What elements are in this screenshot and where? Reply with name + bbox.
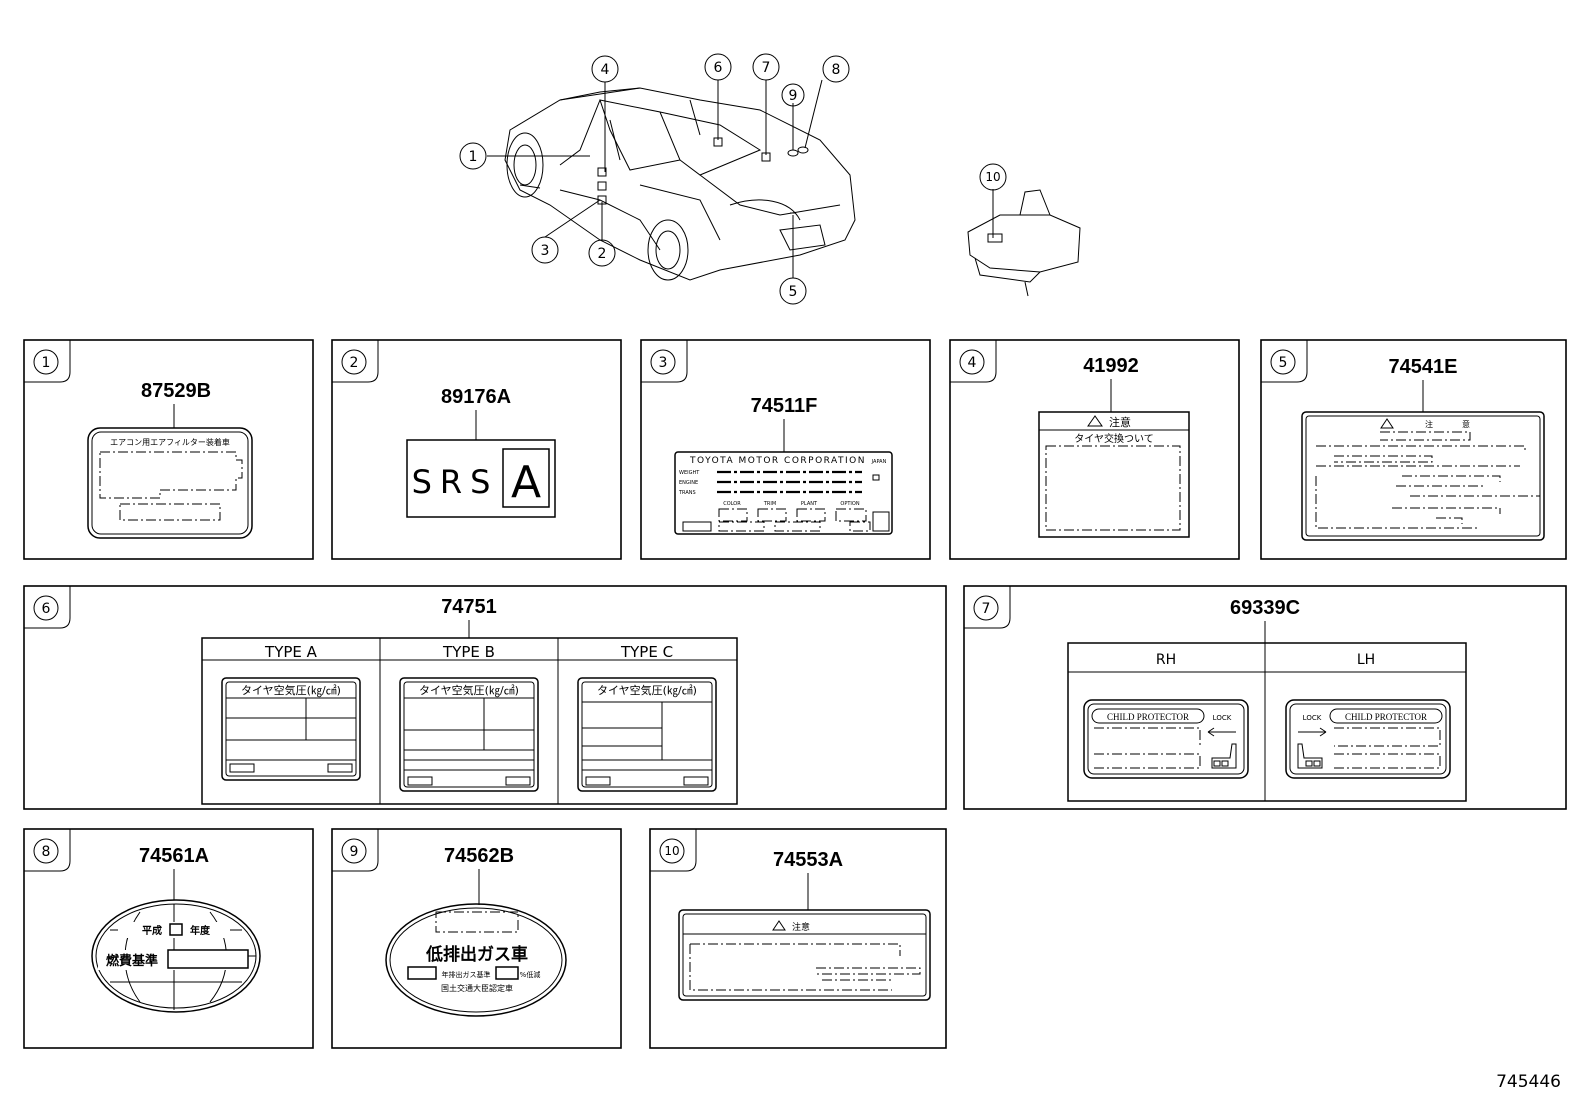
panel-1-number: 1: [42, 355, 51, 371]
svg-text:CHILD PROTECTOR: CHILD PROTECTOR: [1107, 712, 1189, 722]
vehicle-illustration: 1 4 6 7 8 9 3 2 5 10: [459, 53, 1081, 305]
callout-6: 6: [704, 53, 732, 81]
panel-4-caution: 注意: [1109, 415, 1131, 429]
child-protector-lh: CHILD PROTECTOR LOCK: [1285, 699, 1451, 779]
svg-text:タイヤ空気圧(㎏/㎠): タイヤ空気圧(㎏/㎠): [241, 683, 341, 697]
panel-6-number: 6: [42, 601, 51, 617]
panel-7-part-number: 69339C: [1230, 597, 1300, 619]
panel-6-type-a: TYPE A: [264, 643, 318, 661]
svg-text:6: 6: [714, 60, 723, 76]
svg-text:7: 7: [762, 60, 771, 76]
panel-5: 5 74541E 注 意: [1260, 339, 1567, 560]
svg-text:LOCK: LOCK: [1213, 714, 1232, 722]
tire-label-b: タイヤ空気圧(㎏/㎠): [399, 677, 539, 792]
panel-10-number: 10: [664, 844, 679, 858]
panel-3-row-weight: WEIGHT: [679, 470, 700, 476]
panel-4-part-number: 41992: [1083, 355, 1139, 377]
panel-3-part-number: 74511F: [751, 395, 818, 417]
panel-10-part-number: 74553A: [773, 849, 843, 871]
panel-5-caution: 注: [1425, 419, 1433, 429]
panel-4-subtitle: タイヤ交換ついて: [1074, 432, 1153, 445]
panel-3-row-engine: ENGINE: [679, 480, 698, 486]
panel-8-part-number: 74561A: [139, 845, 209, 867]
callout-2: 2: [588, 239, 616, 267]
diagram-code: 745446: [1496, 1072, 1561, 1092]
svg-text:10: 10: [985, 170, 1000, 184]
svg-text:タイヤ空気圧(㎏/㎠): タイヤ空気圧(㎏/㎠): [597, 683, 697, 697]
panel-3-col-plant: PLANT: [801, 501, 818, 507]
panel-2-srs-text: SRS: [412, 463, 499, 501]
panel-9-line1b: %低減: [520, 970, 541, 979]
svg-text:3: 3: [541, 243, 550, 259]
svg-text:LOCK: LOCK: [1303, 714, 1322, 722]
panel-3-row-trans: TRANS: [678, 490, 696, 496]
panel-6: 6 74751 TYPE A TYPE B TYPE C タイヤ空気圧(㎏/㎠)…: [23, 585, 947, 810]
panel-4-number: 4: [968, 355, 977, 371]
callout-4: 4: [591, 55, 619, 83]
svg-text:CHILD PROTECTOR: CHILD PROTECTOR: [1345, 712, 1427, 722]
panel-8-number: 8: [42, 844, 51, 860]
panel-6-type-c: TYPE C: [620, 643, 673, 661]
vehicle-callouts: 1 4 6 7 8 9 3 2 5 10: [459, 53, 1007, 305]
panel-9-main: 低排出ガス車: [425, 944, 528, 965]
child-protector-rh: CHILD PROTECTOR LOCK: [1083, 699, 1249, 779]
panel-9-line2: 国土交通大臣認定車: [441, 983, 513, 993]
panel-9-number: 9: [350, 844, 359, 860]
panel-5-part-number: 74541E: [1389, 356, 1458, 378]
tire-label-a: タイヤ空気圧(㎏/㎠): [221, 677, 361, 781]
panel-8-year: 年度: [190, 924, 211, 937]
callout-1: 1: [459, 142, 487, 170]
panel-3: 3 74511F TOYOTA MOTOR CORPORATION JAPAN …: [640, 339, 931, 560]
panel-2-letter: A: [511, 457, 541, 508]
callout-9: 9: [781, 83, 805, 107]
panel-10: 10 74553A 注意: [649, 828, 947, 1049]
panel-1-label-text: エアコン用エアフィルター装着車: [110, 437, 230, 447]
svg-text:9: 9: [789, 88, 798, 104]
svg-text:タイヤ空気圧(㎏/㎠): タイヤ空気圧(㎏/㎠): [419, 683, 519, 697]
panel-6-type-b: TYPE B: [442, 643, 495, 661]
panel-8-era: 平成: [142, 924, 162, 937]
tire-label-c: タイヤ空気圧(㎏/㎠): [577, 677, 717, 792]
panel-5-caution-2: 意: [1462, 419, 1470, 429]
svg-text:5: 5: [789, 284, 798, 300]
svg-text:1: 1: [469, 149, 478, 165]
panel-10-caution: 注意: [792, 921, 810, 933]
panel-7-rh: RH: [1156, 652, 1176, 668]
panel-3-country: JAPAN: [871, 459, 887, 465]
panel-4: 4 41992 注意 タイヤ交換ついて: [949, 339, 1240, 560]
panel-1: 1 87529B エアコン用エアフィルター装着車: [23, 339, 314, 560]
panel-2: 2 89176A SRS A: [331, 339, 622, 560]
panel-3-col-trim: TRIM: [763, 501, 776, 507]
panel-9: 9 74562B 低排出ガス車 年排出ガス基準 %低減 国土交通大臣認定車: [331, 828, 622, 1049]
callout-10: 10: [979, 163, 1007, 191]
panel-6-part-number: 74751: [441, 596, 497, 618]
panel-9-part-number: 74562B: [444, 845, 514, 867]
panel-7-lh: LH: [1357, 652, 1375, 668]
panel-3-col-option: OPTION: [840, 501, 859, 507]
callout-3: 3: [531, 236, 559, 264]
svg-text:8: 8: [832, 62, 841, 78]
panel-5-number: 5: [1279, 355, 1288, 371]
panel-7-number: 7: [982, 601, 991, 617]
callout-8: 8: [822, 55, 850, 83]
panel-3-number: 3: [659, 355, 668, 371]
panel-2-number: 2: [350, 355, 359, 371]
svg-text:2: 2: [598, 246, 607, 262]
panel-2-part-number: 89176A: [441, 386, 511, 408]
panel-8-fuel: 燃費基準: [106, 953, 158, 969]
callout-5: 5: [779, 277, 807, 305]
callout-7: 7: [752, 53, 780, 81]
panel-3-maker: TOYOTA MOTOR CORPORATION: [689, 456, 866, 466]
panel-9-line1a: 年排出ガス基準: [442, 970, 491, 979]
svg-text:4: 4: [601, 62, 610, 78]
panel-1-part-number: 87529B: [141, 380, 211, 402]
panel-8: 8 74561A 平成 年度 燃費基準: [23, 828, 314, 1049]
panel-3-col-color: COLOR: [723, 501, 741, 507]
panel-7: 7 69339C RH LH CHILD PROTECTOR LOCK CHIL…: [963, 585, 1567, 810]
